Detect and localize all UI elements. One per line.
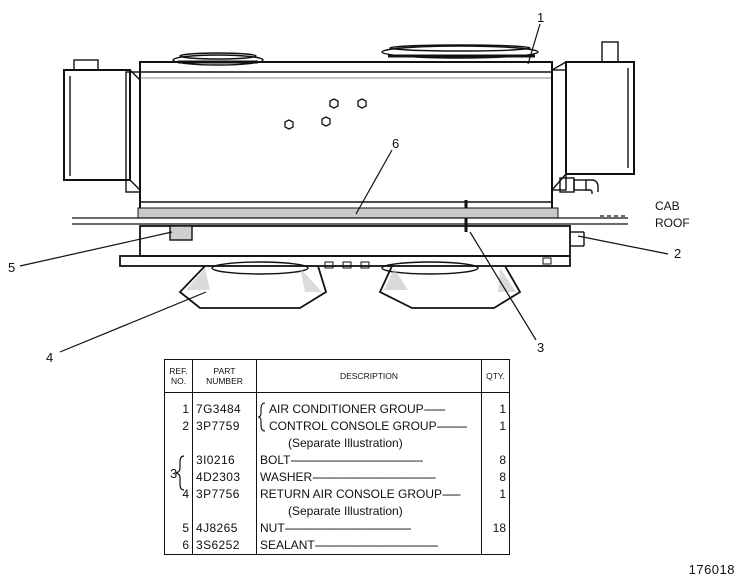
main-housing bbox=[139, 61, 553, 213]
table-row: 5 4J8265 NUT----------------------------… bbox=[164, 520, 510, 537]
flange-plate bbox=[119, 255, 571, 267]
figure-number: 176018 bbox=[688, 562, 735, 577]
table-row-note: (Separate Illustration) bbox=[164, 503, 510, 520]
callout-6: 6 bbox=[392, 136, 399, 151]
callout-4: 4 bbox=[46, 350, 53, 365]
callout-3: 3 bbox=[537, 340, 544, 355]
header-qty: QTY. bbox=[481, 359, 510, 393]
table-row: 6 3S6252 SEALANT------------------------… bbox=[164, 537, 510, 555]
top-fan-left bbox=[172, 52, 264, 66]
table-row: 2 3P7759 CONTROL CONSOLE GROUP----------… bbox=[164, 418, 510, 435]
table-row: 1 7G3484 AIR CONDITIONER GROUP------- 1 bbox=[164, 392, 510, 418]
callout-1: 1 bbox=[537, 10, 544, 25]
header-description: DESCRIPTION bbox=[256, 359, 482, 393]
roof-label: ROOF bbox=[655, 216, 690, 230]
return-air-console-right bbox=[378, 261, 522, 309]
header-ref: REF.NO. bbox=[164, 359, 193, 393]
top-fan-right bbox=[381, 44, 539, 59]
table-row: 4 3P7756 RETURN AIR CONSOLE GROUP------ … bbox=[164, 486, 510, 503]
return-air-console-left bbox=[178, 261, 328, 309]
cab-roof-panel bbox=[139, 225, 571, 257]
right-end-box bbox=[551, 41, 635, 191]
table-row: 4D2303 WASHER---------------------------… bbox=[164, 469, 510, 486]
left-end-box bbox=[63, 59, 141, 193]
table-row-note: (Separate Illustration) bbox=[164, 435, 510, 452]
cab-label: CAB bbox=[655, 199, 680, 213]
pipe-fitting bbox=[559, 177, 599, 194]
housing-bolts bbox=[284, 98, 367, 130]
table-row: 3I0216 BOLT-----------------------------… bbox=[164, 452, 510, 469]
callout-5: 5 bbox=[8, 260, 15, 275]
sealant-strip bbox=[137, 207, 559, 219]
callout-2: 2 bbox=[674, 246, 681, 261]
